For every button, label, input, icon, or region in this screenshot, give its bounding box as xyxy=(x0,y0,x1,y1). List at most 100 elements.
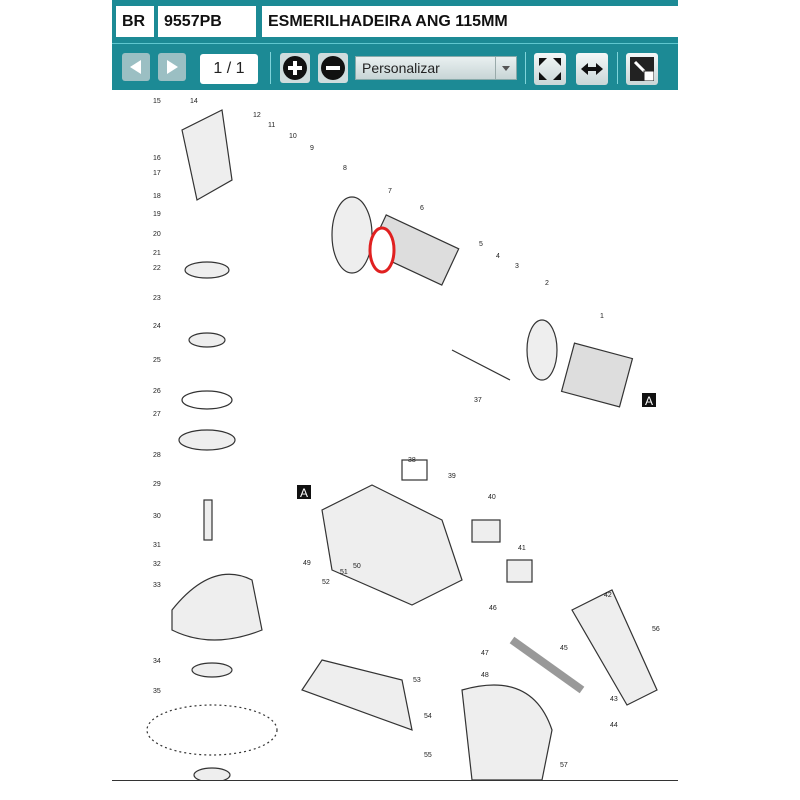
part-number-label[interactable]: 42 xyxy=(604,592,612,599)
part-number-label[interactable]: 17 xyxy=(153,170,161,177)
part-number-label[interactable]: 28 xyxy=(153,452,161,459)
part-number-label[interactable]: 16 xyxy=(153,155,161,162)
prev-page-button[interactable] xyxy=(122,53,150,81)
part-number-label[interactable]: 46 xyxy=(489,605,497,612)
part-number-label[interactable]: 1 xyxy=(600,313,604,320)
part-number-label[interactable]: 27 xyxy=(153,411,161,418)
part-number-label[interactable]: 54 xyxy=(424,713,432,720)
part-number-label[interactable]: 10 xyxy=(289,133,297,140)
part-number-label[interactable]: 11 xyxy=(268,122,275,129)
arrow-left-icon xyxy=(130,60,141,74)
zoom-select[interactable]: Personalizar xyxy=(355,56,517,80)
part-number-label[interactable]: 47 xyxy=(481,650,489,657)
expand-icon xyxy=(539,58,561,80)
bearing-box xyxy=(331,196,373,274)
part-number-label[interactable]: 43 xyxy=(610,696,618,703)
part-number-label[interactable]: 5 xyxy=(479,241,483,248)
part-number-label[interactable]: 50 xyxy=(353,563,361,570)
field xyxy=(560,342,634,408)
part-number-label[interactable]: 32 xyxy=(153,561,161,568)
switch-lever xyxy=(571,589,658,706)
fit-width-button[interactable] xyxy=(576,53,608,85)
section-marker: A xyxy=(297,485,311,500)
bearing-retainer xyxy=(178,429,236,451)
part-number-label[interactable]: 6 xyxy=(420,205,424,212)
part-number-label[interactable]: 19 xyxy=(153,211,161,218)
section-marker: A xyxy=(642,393,656,408)
part-number-label[interactable]: 3 xyxy=(515,263,519,270)
part-number-label[interactable]: 9 xyxy=(310,145,314,152)
part-number-label[interactable]: 52 xyxy=(322,579,330,586)
part-number-label[interactable]: 20 xyxy=(153,231,161,238)
header-bar: BR 9557PB ESMERILHADEIRA ANG 115MM 1 / 1… xyxy=(112,0,678,90)
product-title: ESMERILHADEIRA ANG 115MM xyxy=(262,6,678,37)
part-number-label[interactable]: 48 xyxy=(481,672,489,679)
part-number-label[interactable]: 8 xyxy=(343,165,347,172)
minus-icon xyxy=(321,56,345,80)
part-number-label[interactable]: 22 xyxy=(153,265,161,272)
part-number-label[interactable]: 7 xyxy=(388,188,392,195)
part-number-label[interactable]: 14 xyxy=(190,98,198,105)
zoom-out-button[interactable] xyxy=(318,53,348,83)
part-number-label[interactable]: 57 xyxy=(560,762,568,769)
part-number-label[interactable]: 25 xyxy=(153,357,161,364)
highlighted-fan xyxy=(368,226,396,274)
wheel-guard xyxy=(171,573,263,641)
inner-flange xyxy=(191,662,233,678)
part-number-label[interactable]: 53 xyxy=(413,677,421,684)
rear-cover xyxy=(461,684,553,780)
terminal xyxy=(506,559,533,583)
lever xyxy=(509,636,585,694)
divider xyxy=(617,52,618,84)
gear-housing xyxy=(181,109,233,201)
lock-nut xyxy=(193,767,231,780)
part-number-label[interactable]: 44 xyxy=(610,722,618,729)
plus-icon xyxy=(283,56,307,80)
zoom-in-button[interactable] xyxy=(280,53,310,83)
spindle xyxy=(203,499,213,541)
part-number-label[interactable]: 24 xyxy=(153,323,161,330)
model-number: 9557PB xyxy=(158,6,256,37)
part-number-label[interactable]: 21 xyxy=(153,250,161,257)
part-number-label[interactable]: 56 xyxy=(652,626,660,633)
part-number-label[interactable]: 4 xyxy=(496,253,500,260)
next-page-button[interactable] xyxy=(158,53,186,81)
part-number-label[interactable]: 41 xyxy=(518,545,526,552)
part-number-label[interactable]: 12 xyxy=(253,112,261,119)
part-number-label[interactable]: 30 xyxy=(153,513,161,520)
toolbar: 1 / 1 Personalizar xyxy=(112,43,678,88)
part-number-label[interactable]: 15 xyxy=(153,98,161,105)
page-indicator[interactable]: 1 / 1 xyxy=(200,54,258,84)
divider xyxy=(525,52,526,84)
part-number-label[interactable]: 37 xyxy=(474,397,482,404)
part-number-label[interactable]: 49 xyxy=(303,560,311,567)
part-number-label[interactable]: 33 xyxy=(153,582,161,589)
part-number-label[interactable]: 2 xyxy=(545,280,549,287)
o-ring xyxy=(181,390,233,410)
chevron-down-icon xyxy=(495,57,516,79)
part-number-label[interactable]: 31 xyxy=(153,542,161,549)
part-number-label[interactable]: 38 xyxy=(408,457,416,464)
part-number-label[interactable]: 23 xyxy=(153,295,161,302)
select-tool-button[interactable] xyxy=(626,53,658,85)
part-number-label[interactable]: 35 xyxy=(153,688,161,695)
part-number-label[interactable]: 40 xyxy=(488,494,496,501)
part-number-label[interactable]: 55 xyxy=(424,752,432,759)
part-number-label[interactable]: 34 xyxy=(153,658,161,665)
part-number-label[interactable]: 29 xyxy=(153,481,161,488)
zoom-select-value: Personalizar xyxy=(362,60,440,76)
country-code: BR xyxy=(116,6,154,37)
part-number-label[interactable]: 39 xyxy=(448,473,456,480)
wheel xyxy=(146,704,278,756)
label xyxy=(401,459,428,481)
motor-housing xyxy=(321,484,463,606)
part-number-label[interactable]: 51 xyxy=(340,569,348,576)
divider xyxy=(270,52,271,84)
part-number-label[interactable]: 18 xyxy=(153,193,161,200)
field-housing xyxy=(526,319,558,381)
part-number-label[interactable]: 26 xyxy=(153,388,161,395)
svg-text:A: A xyxy=(300,486,308,500)
switch xyxy=(471,519,501,543)
part-number-label[interactable]: 45 xyxy=(560,645,568,652)
fit-page-button[interactable] xyxy=(534,53,566,85)
